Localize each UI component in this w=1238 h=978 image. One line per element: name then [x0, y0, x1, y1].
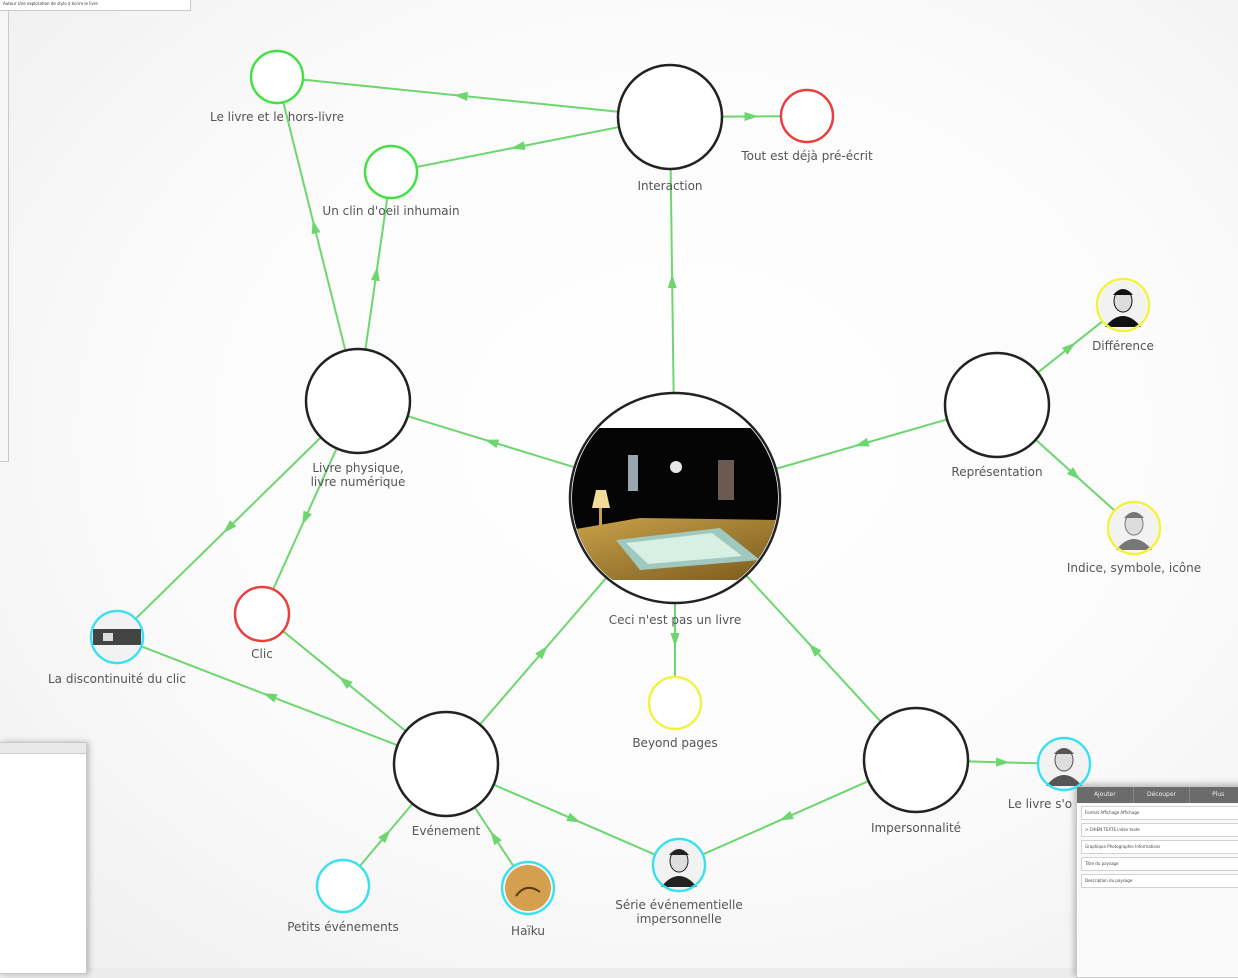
node-representation[interactable] [945, 353, 1049, 457]
node-haiku[interactable] [502, 862, 554, 914]
node-label-livre-hors-livre: Le livre et le hors-livre [210, 110, 344, 124]
nodes-group [91, 51, 1160, 914]
node-circle [394, 712, 498, 816]
node-circle [235, 587, 289, 641]
edge-arrow [371, 267, 380, 281]
node-difference[interactable] [1097, 279, 1149, 331]
node-label-indice: Indice, symbole, icône [1067, 561, 1201, 575]
node-label-livre-soi: Le livre s'o [1008, 797, 1072, 811]
node-label-livre-physique: Livre physique, [312, 461, 403, 475]
node-clic[interactable] [235, 587, 289, 641]
edge-arrow [671, 633, 680, 647]
node-impersonnalite[interactable] [864, 708, 968, 812]
node-evenement[interactable] [394, 712, 498, 816]
node-label-evenement: Evénement [412, 824, 481, 838]
node-circle [365, 146, 417, 198]
node-label-serie: impersonnelle [636, 912, 721, 926]
node-label-livre-physique: livre numérique [311, 475, 406, 489]
edge-arrow [490, 831, 501, 845]
node-label-difference: Différence [1092, 339, 1154, 353]
node-circle [649, 677, 701, 729]
edge-arrow [996, 758, 1010, 767]
node-circle [864, 708, 968, 812]
node-label-discontinuite: La discontinuité du clic [48, 672, 186, 686]
node-indice[interactable] [1108, 502, 1160, 554]
node-circle [781, 90, 833, 142]
node-livre-soi[interactable] [1038, 738, 1090, 790]
node-interaction[interactable] [618, 65, 722, 169]
node-label-impersonnalite: Impersonnalité [871, 821, 961, 835]
node-label-petits-evenements: Petits événements [287, 920, 399, 934]
edge-arrow [312, 220, 321, 235]
edge-arrow [668, 274, 677, 288]
node-livre-physique[interactable] [306, 349, 410, 453]
edge-arrow [744, 112, 758, 121]
edge-arrow [855, 438, 870, 447]
node-label-center: Ceci n'est pas un livre [609, 613, 741, 627]
node-petits-evenements[interactable] [317, 860, 369, 912]
edge-arrow [566, 813, 581, 823]
node-center[interactable] [570, 393, 780, 603]
edge-arrow [302, 511, 312, 526]
node-label-haiku: Haïku [511, 924, 545, 938]
node-tout-pre-ecrit[interactable] [781, 90, 833, 142]
edge-arrow [484, 439, 499, 448]
node-circle [945, 353, 1049, 457]
node-label-beyond-pages: Beyond pages [632, 736, 717, 750]
node-label-clic: Clic [251, 647, 273, 661]
node-label-serie: Série événementielle [615, 898, 742, 912]
node-clin-oeil[interactable] [365, 146, 417, 198]
node-beyond-pages[interactable] [649, 677, 701, 729]
node-discontinuite[interactable] [91, 611, 143, 663]
node-label-representation: Représentation [951, 465, 1042, 479]
node-label-clin-oeil: Un clin d'oeil inhumain [322, 204, 459, 218]
node-circle [317, 860, 369, 912]
node-livre-hors-livre[interactable] [251, 51, 303, 103]
edge-arrow [454, 92, 468, 101]
edge-arrow [779, 811, 794, 821]
node-serie[interactable] [653, 839, 705, 891]
node-label-interaction: Interaction [637, 179, 702, 193]
node-label-tout-pre-ecrit: Tout est déjà pré-écrit [740, 149, 873, 163]
portrait-image [103, 633, 113, 641]
node-circle [251, 51, 303, 103]
edge-arrow [263, 693, 278, 702]
node-circle [618, 65, 722, 169]
node-circle [306, 349, 410, 453]
portrait-image [93, 629, 141, 645]
